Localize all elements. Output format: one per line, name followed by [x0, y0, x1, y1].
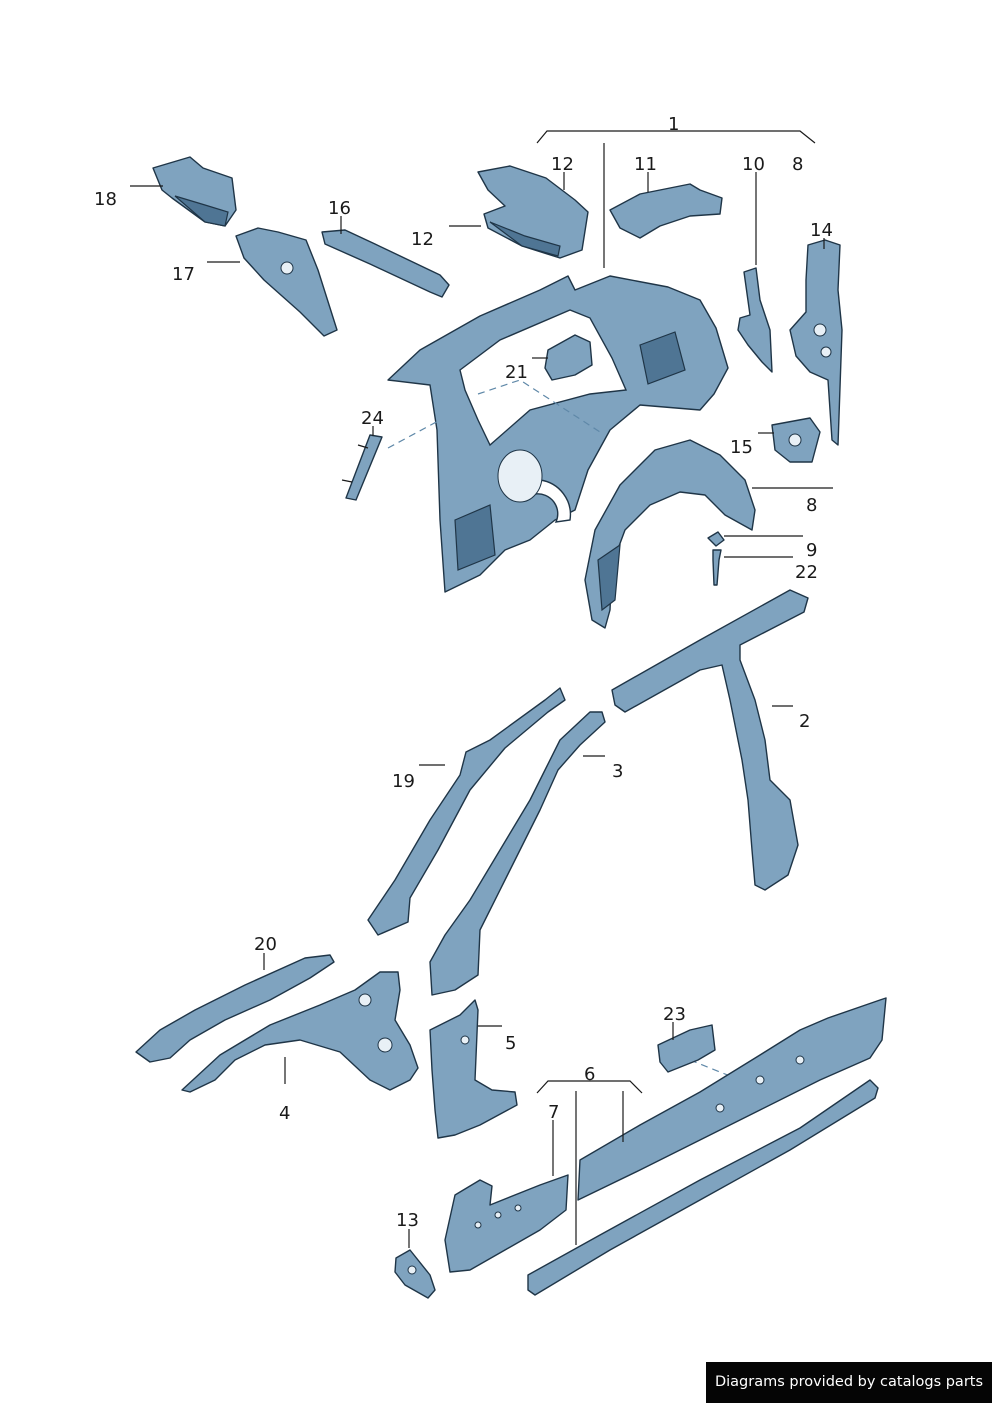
callout-11: 11 — [634, 154, 657, 175]
part-23 — [657, 1024, 716, 1073]
callout-6: 6 — [584, 1064, 595, 1085]
part-6-sill-outer — [577, 997, 887, 1201]
callout-13: 13 — [396, 1210, 419, 1231]
part-15 — [771, 417, 821, 463]
callout-24: 24 — [361, 408, 384, 429]
part-21 — [544, 334, 593, 381]
part-11 — [609, 183, 723, 239]
part-22-bolt — [712, 549, 722, 586]
callout-23: 23 — [663, 1004, 686, 1025]
callout-19: 19 — [392, 771, 415, 792]
footer-credit: Diagrams provided by catalogs parts — [706, 1362, 992, 1403]
part-19 — [367, 687, 566, 936]
part-12 — [477, 165, 589, 259]
part-17 — [235, 227, 338, 337]
callout-16: 16 — [328, 198, 351, 219]
callout-12b: 12 — [411, 229, 434, 250]
part-6-sill-lower — [527, 1079, 879, 1296]
callout-8a: 8 — [792, 154, 803, 175]
callout-18: 18 — [94, 189, 117, 210]
part-7 — [444, 1174, 569, 1273]
callout-17: 17 — [172, 264, 195, 285]
callout-15: 15 — [730, 437, 753, 458]
callout-10: 10 — [742, 154, 765, 175]
callout-12a: 12 — [551, 154, 574, 175]
part-9-clip — [707, 531, 725, 547]
part-18 — [152, 156, 237, 227]
part-2-pillar — [611, 589, 809, 891]
callout-3: 3 — [612, 761, 623, 782]
callout-9: 9 — [806, 540, 817, 561]
callout-20: 20 — [254, 934, 277, 955]
leader-lines — [130, 130, 833, 1248]
part-8-wheel-housing — [584, 439, 756, 629]
callout-4: 4 — [279, 1103, 290, 1124]
callout-14: 14 — [810, 220, 833, 241]
callout-8b: 8 — [806, 495, 817, 516]
part-14 — [789, 239, 843, 446]
part-10 — [737, 267, 773, 373]
part-13 — [394, 1249, 436, 1299]
part-24 — [341, 434, 383, 501]
callout-1: 1 — [668, 114, 679, 135]
callout-5: 5 — [505, 1033, 516, 1054]
callout-7: 7 — [548, 1102, 559, 1123]
part-5 — [429, 999, 518, 1139]
callout-21: 21 — [505, 362, 528, 383]
callout-2: 2 — [799, 711, 810, 732]
callout-22: 22 — [795, 562, 818, 583]
part-4 — [181, 971, 419, 1093]
callout-labels: 1 12 11 10 8 18 16 14 12 17 21 24 15 8 9… — [94, 114, 833, 1231]
part-16 — [321, 229, 450, 298]
part-3 — [429, 711, 606, 996]
part-20 — [135, 954, 335, 1063]
part-1-side-panel — [387, 275, 729, 593]
